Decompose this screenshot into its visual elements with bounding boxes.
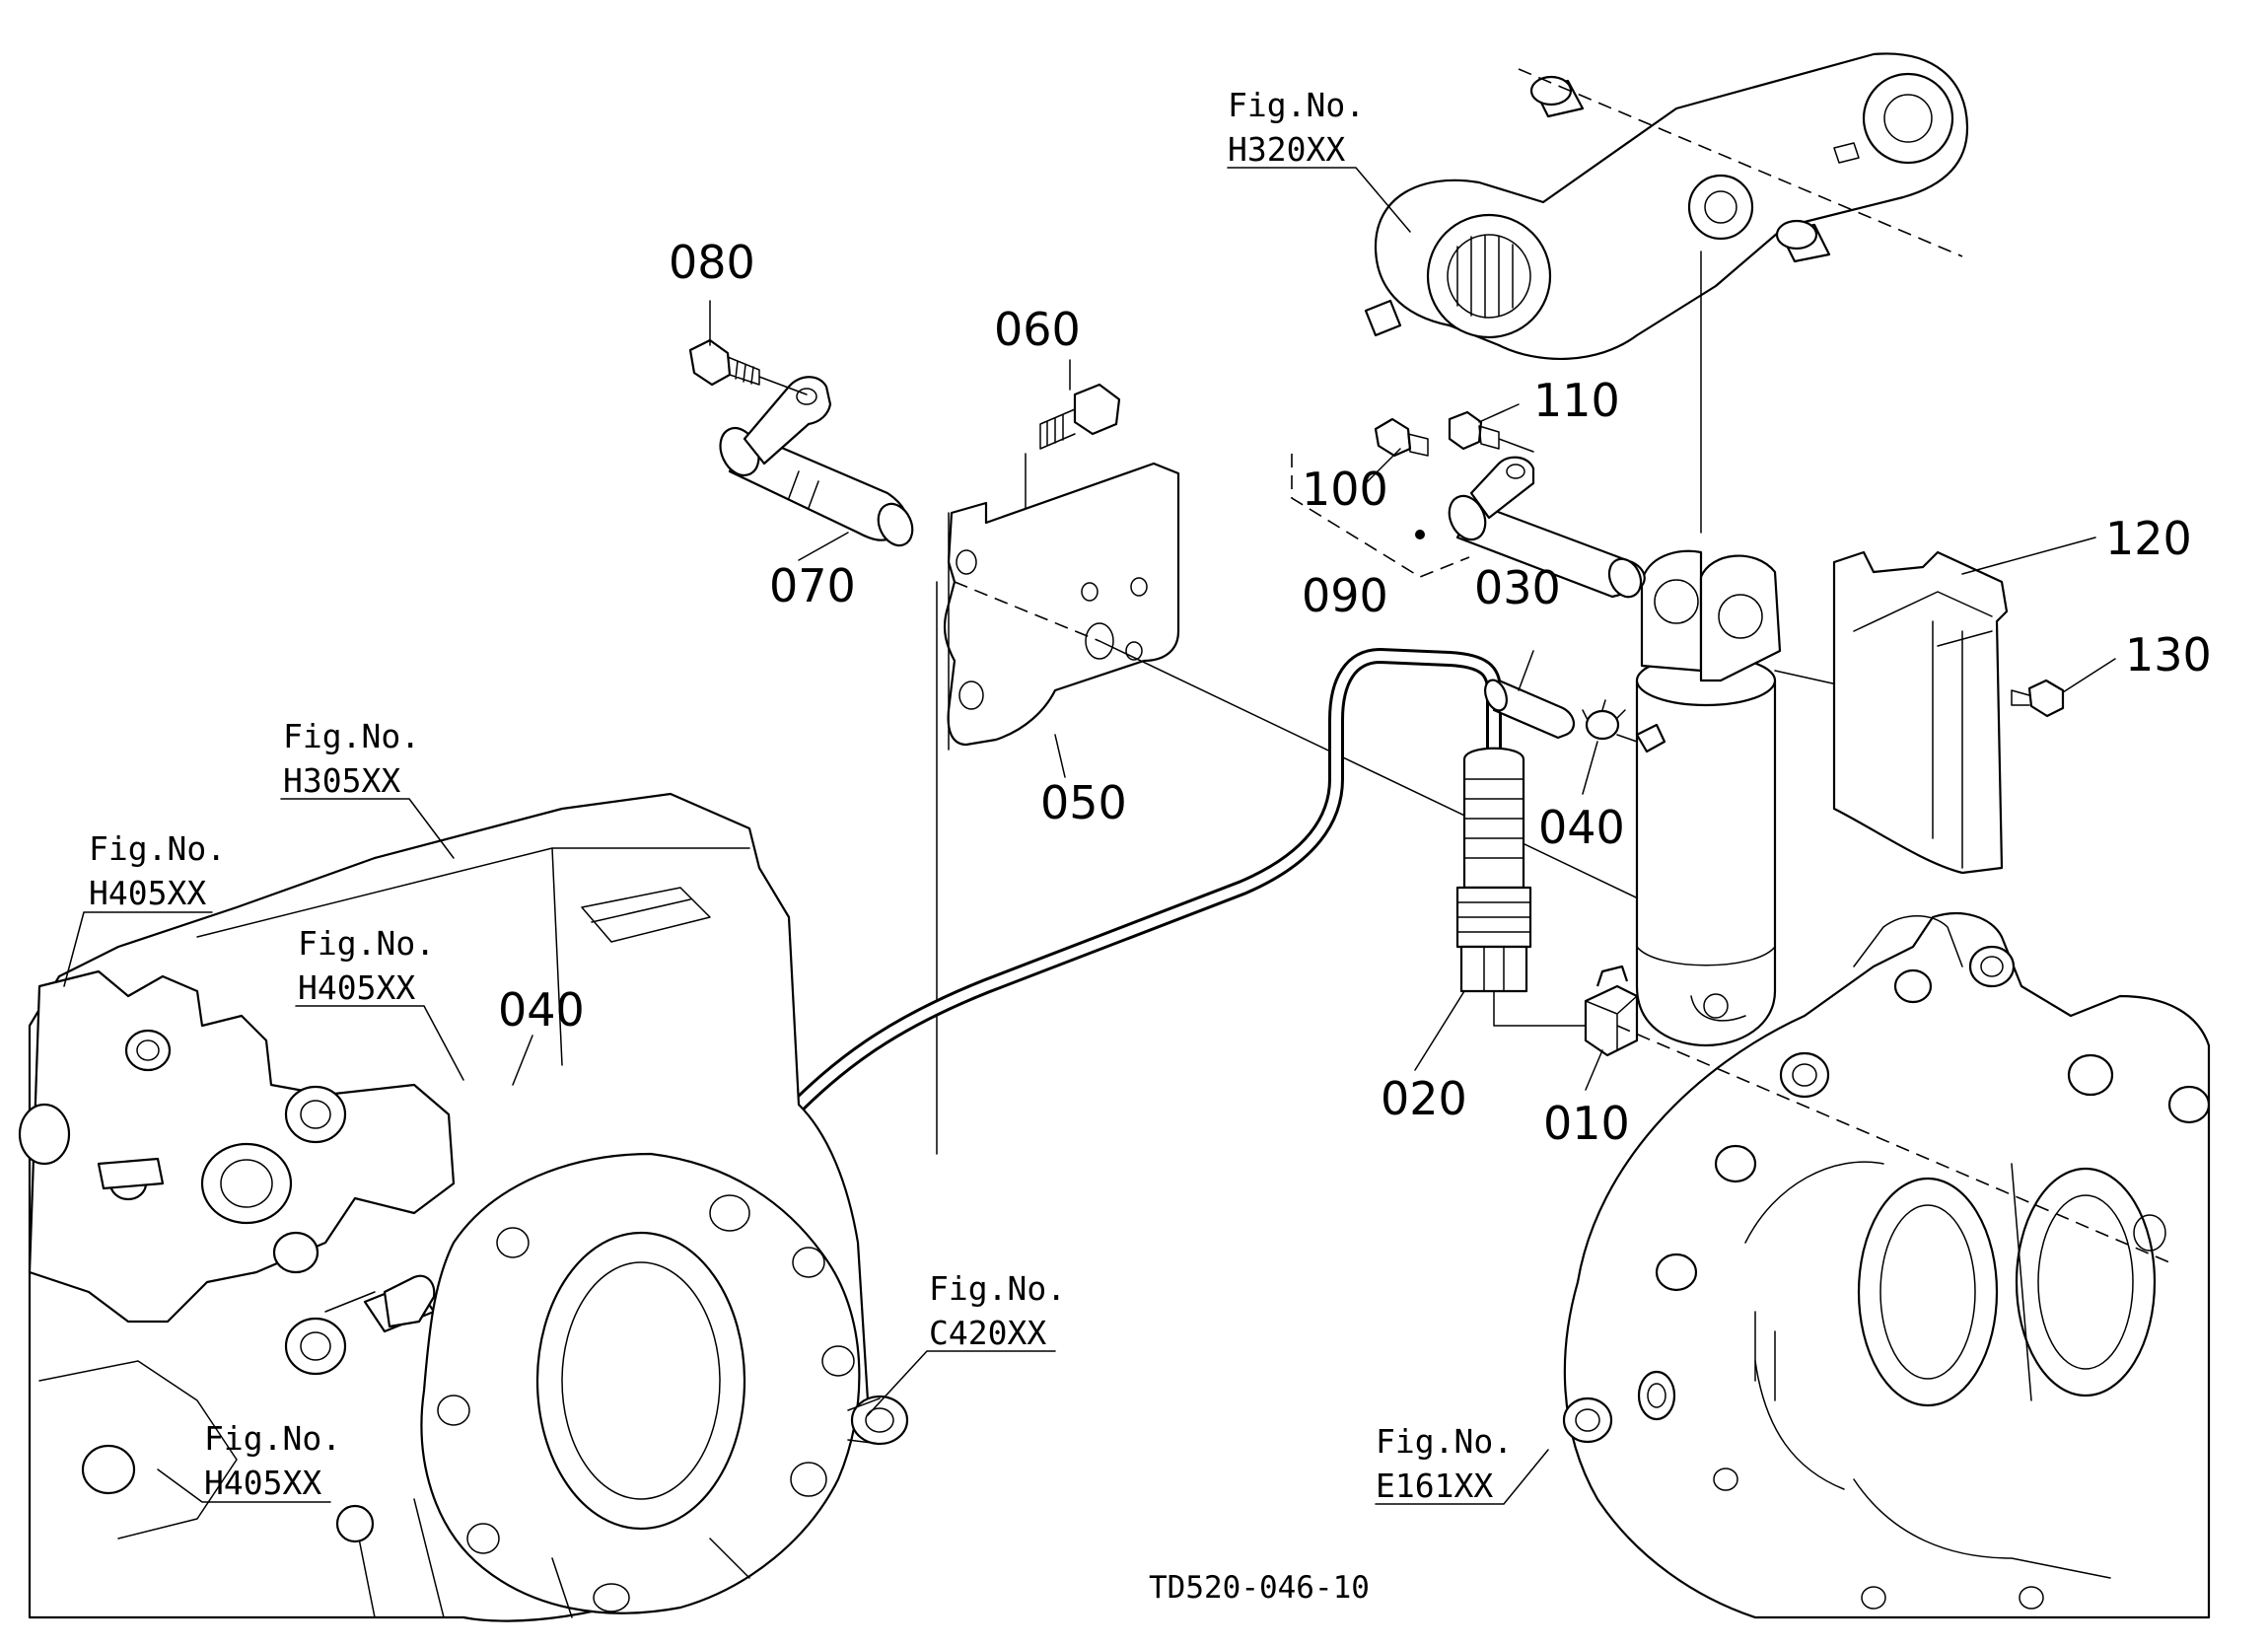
leader-lines [63,167,2116,1505]
callout-100: 100 [1302,463,1388,516]
lift-arm-drawing [1364,52,1969,361]
callout-120: 120 [2105,512,2192,565]
callout-080: 080 [669,236,755,289]
fig-ref-label: Fig.No. [929,1269,1066,1308]
fig-ref-h305xx: H305XX [283,761,400,800]
callout-060: 060 [994,303,1081,356]
fitting-010-drawing [1584,965,1639,1057]
fig-ref-e161xx: E161XX [1376,1467,1493,1505]
clamp-040-right-drawing [1582,699,1666,753]
fig-ref-label: Fig.No. [204,1419,341,1458]
right-housing-drawing [1562,912,2211,1619]
figure-references: Fig.No. H320XX Fig.No. H305XX Fig.No. H4… [89,86,1513,1505]
callout-110: 110 [1533,374,1620,427]
fig-ref-label: Fig.No. [1228,86,1365,124]
fig-ref-h405xx-bottom: H405XX [204,1464,321,1502]
fig-ref-h320xx: H320XX [1228,130,1345,169]
fig-ref-h405xx-middle: H405XX [298,968,415,1007]
document-id: TD520-046-10 [1149,1570,1370,1606]
bracket-050-drawing [936,462,1658,1155]
part-callouts: 080 060 070 050 110 100 090 030 120 130 … [498,236,2212,1150]
sleeve-030-drawing [1484,650,1575,740]
callout-040-left: 040 [498,983,585,1037]
fig-ref-c420xx: C420XX [929,1314,1046,1352]
left-housing-drawing [18,792,909,1622]
callout-020: 020 [1381,1072,1467,1125]
callout-050: 050 [1040,776,1127,829]
callout-010: 010 [1543,1097,1630,1150]
fig-ref-label: Fig.No. [1376,1422,1513,1461]
cover-120-drawing [1832,550,2009,875]
pin-090-drawing [1291,454,1646,599]
pin-070-drawing [719,376,914,547]
callout-030: 030 [1474,561,1561,614]
fig-ref-label: Fig.No. [89,829,226,868]
fig-ref-h405xx-left: H405XX [89,874,206,912]
callout-040-right: 040 [1538,801,1625,854]
bolt-110-drawing [1448,410,1534,453]
lift-cylinder-drawing [1635,251,1865,1047]
fig-ref-label: Fig.No. [283,717,420,755]
callout-070: 070 [769,559,856,612]
fig-ref-label: Fig.No. [298,924,435,963]
callout-090: 090 [1302,569,1388,622]
bolt-100-drawing [1374,417,1429,458]
callout-130: 130 [2125,628,2212,681]
bolt-130-drawing [2011,679,2065,718]
